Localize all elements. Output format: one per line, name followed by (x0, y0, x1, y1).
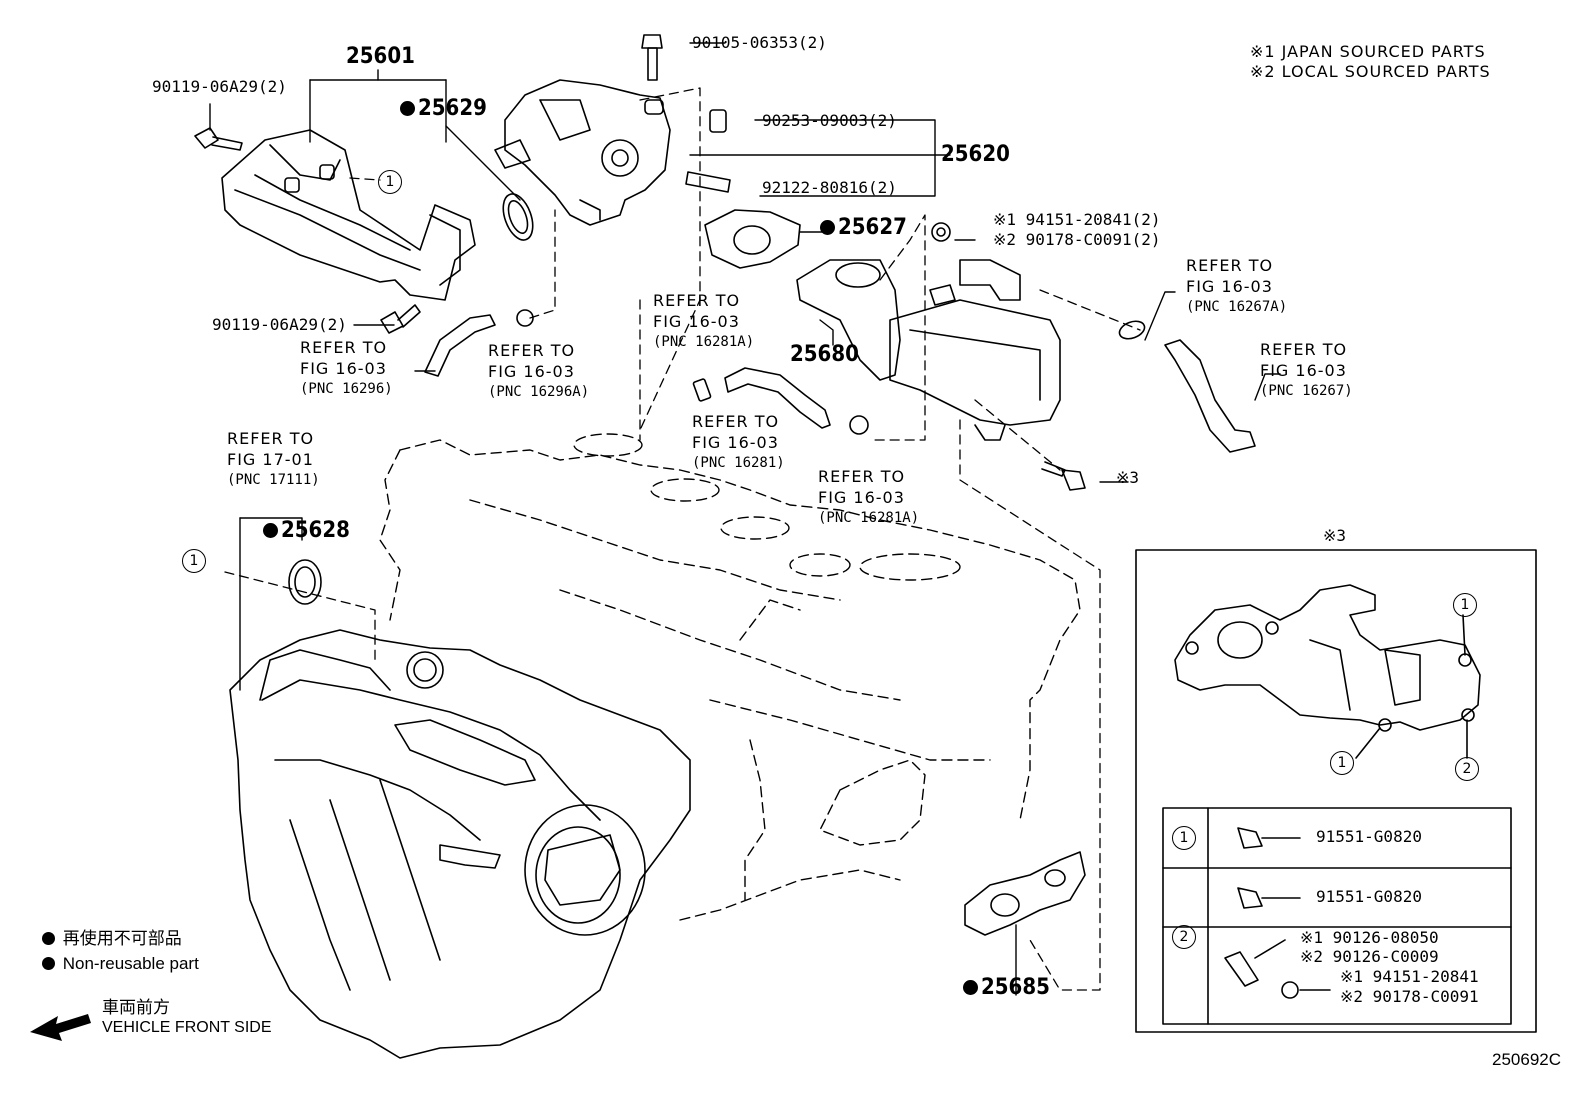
label-25601: 25601 (346, 44, 415, 69)
nut-94151 (931, 222, 951, 242)
egr-cooler-bracket (221, 129, 476, 301)
gasket-25685 (964, 851, 1086, 936)
table-row2-a1: ※1 90126-08050 (1300, 928, 1439, 947)
non-reusable-dot-icon (42, 932, 55, 945)
label-note3: ※3 (1116, 468, 1140, 487)
bolt-90105 (641, 34, 663, 81)
label-pin-90253: 90253-09003(2) (762, 111, 897, 130)
non-reusable-dot-icon (963, 980, 978, 995)
clamp-16281a (849, 415, 869, 435)
inset-circle-1-bottom: 1 (1330, 751, 1354, 775)
label-bolt-90119-top: 90119-06A29(2) (152, 77, 287, 96)
figure-code: 250692C (1492, 1050, 1562, 1069)
arrow-icon (30, 1014, 91, 1041)
pin-90253 (709, 109, 727, 133)
label-nut-94151: ※1 94151-20841(2) (993, 210, 1161, 229)
label-nut-90178: ※2 90178-C0091(2) (993, 230, 1161, 249)
table-row2-num: 2 (1172, 925, 1196, 949)
label-25680: 25680 (790, 342, 859, 367)
inset-circle-1-top: 1 (1453, 593, 1477, 617)
ref-circle-1-manifold: 1 (182, 549, 206, 573)
note-local-sourced: ※2 LOCAL SOURCED PARTS (1250, 62, 1491, 81)
clamp-16296a (516, 309, 534, 327)
label-25627: 25627 (820, 217, 907, 239)
stud-92122 (685, 171, 731, 193)
bolt-90119-lower (380, 304, 421, 334)
non-reusable-dot-icon (820, 220, 835, 235)
hose-16267 (1164, 339, 1256, 453)
pin-16281a (692, 378, 712, 402)
non-reusable-dot-icon (42, 957, 55, 970)
table-row1b-part: 91551-G0820 (1316, 887, 1422, 906)
note-japan-sourced: ※1 JAPAN SOURCED PARTS (1250, 42, 1486, 61)
engine-head (379, 433, 1081, 921)
egr-cooler (889, 259, 1061, 441)
table-row1-part: 91551-G0820 (1316, 827, 1422, 846)
non-reusable-dot-icon (263, 523, 278, 538)
non-reusable-dot-icon (400, 101, 415, 116)
legend-non-reusable-jp: 再使用不可部品 (42, 930, 182, 947)
label-25628: 25628 (263, 520, 350, 542)
inset-title: ※3 (1323, 526, 1347, 545)
egr-pipe-25680 (796, 259, 901, 381)
gasket-25629 (502, 193, 534, 241)
legend-front-jp: 車両前方 (102, 998, 170, 1017)
label-25620: 25620 (941, 142, 1010, 167)
gasket-25628 (288, 559, 322, 605)
label-25685: 25685 (963, 977, 1050, 999)
intake-manifold (229, 629, 691, 1059)
bolt-90119-top (194, 127, 243, 151)
gasket-25627 (704, 209, 801, 269)
leader-lines (209, 42, 1281, 996)
legend-non-reusable-en: Non-reusable part (42, 955, 199, 972)
label-bolt-90119-lower: 90119-06A29(2) (212, 315, 347, 334)
label-25629: 25629 (400, 98, 487, 120)
label-stud-92122: 92122-80816(2) (762, 178, 897, 197)
table-row2-b2: ※2 90178-C0091 (1340, 987, 1479, 1006)
hose-16281 (724, 367, 831, 429)
inset-box (1135, 549, 1537, 1033)
inset-circle-2: 2 (1455, 757, 1479, 781)
hose-16296 (424, 314, 496, 377)
clamp-16267a (1118, 320, 1146, 340)
dashed-lines (224, 87, 1141, 991)
table-row2-a2: ※2 90126-C0009 (1300, 947, 1439, 966)
egr-valve (494, 79, 671, 226)
label-bolt-90105: 90105-06353(2) (692, 33, 827, 52)
legend-front-en: VEHICLE FRONT SIDE (102, 1019, 272, 1036)
table-row1-num: 1 (1172, 826, 1196, 850)
table-row2-b1: ※1 94151-20841 (1340, 967, 1479, 986)
ref-circle-1-bracket: 1 (378, 170, 402, 194)
bolt-note3 (1041, 461, 1086, 491)
